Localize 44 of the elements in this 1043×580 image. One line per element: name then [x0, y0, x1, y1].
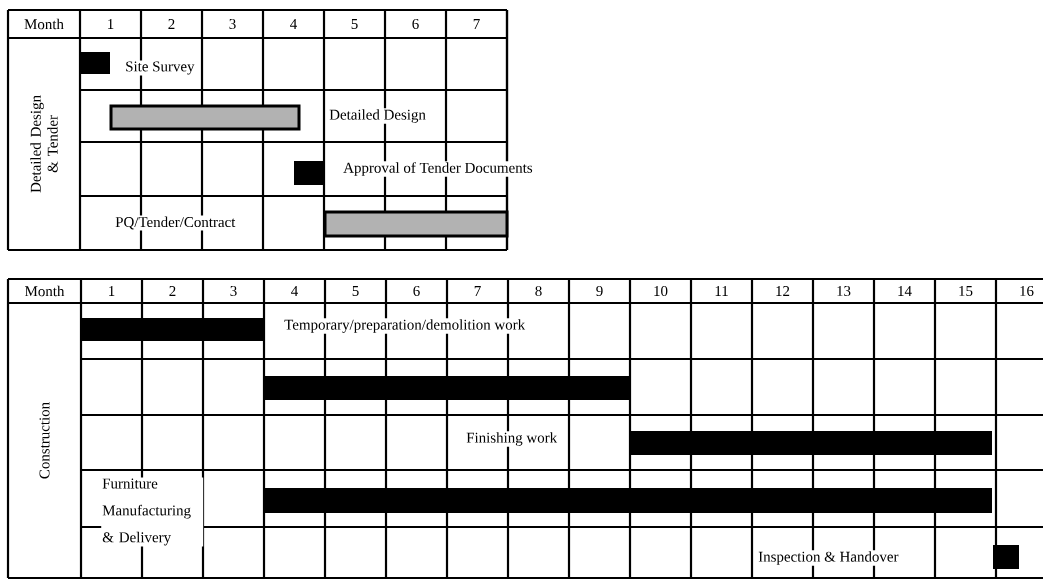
month-number: 1 [109, 286, 115, 296]
gantt-bar [80, 52, 110, 74]
month-number: 13 [837, 286, 851, 296]
task-label: Inspection & Handover [757, 550, 900, 566]
task-label: Finishing work [465, 431, 559, 447]
month-number: 11 [715, 286, 728, 296]
gantt-bar [264, 488, 992, 513]
gantt-bar [294, 161, 325, 185]
gantt-bar [323, 210, 509, 238]
month-number: 5 [352, 286, 359, 296]
month-number: 2 [169, 286, 176, 296]
month-number: 16 [1020, 286, 1034, 296]
phase-label: Construction [39, 402, 50, 479]
task-label: Site Survey [124, 60, 196, 76]
gantt-bar [81, 318, 264, 341]
month-number: 5 [351, 19, 358, 29]
header-cell: Month [25, 285, 65, 297]
task-label: Approval of Tender Documents [342, 161, 534, 177]
month-number: 10 [654, 285, 668, 297]
month-number: 4 [291, 286, 298, 296]
task-label: Detailed Design [328, 108, 427, 124]
month-number: 3 [229, 19, 236, 29]
header-cell: Month [24, 18, 64, 30]
month-number: 7 [474, 286, 481, 296]
phase-label: Detailed Design & Tender [30, 95, 58, 193]
month-number: 15 [959, 286, 973, 296]
month-number: 12 [776, 286, 790, 296]
gantt-bar [109, 104, 301, 131]
month-number: 6 [413, 286, 420, 296]
task-label: Furniture Manufacturing & Delivery [101, 477, 204, 547]
month-number: 2 [168, 19, 175, 29]
month-number: 14 [898, 286, 912, 296]
month-number: 9 [596, 286, 603, 296]
gantt-bar [629, 431, 992, 455]
month-number: 7 [473, 19, 480, 29]
month-number: 1 [108, 19, 114, 29]
gantt-bar [993, 545, 1019, 569]
task-label: Temporary/preparation/demolition work [283, 318, 527, 334]
month-number: 8 [535, 285, 542, 297]
month-number: 3 [230, 286, 237, 296]
task-label: PQ/Tender/Contract [114, 215, 237, 231]
month-number: 6 [412, 19, 419, 29]
month-number: 4 [290, 19, 297, 29]
gantt-bar [264, 376, 629, 400]
